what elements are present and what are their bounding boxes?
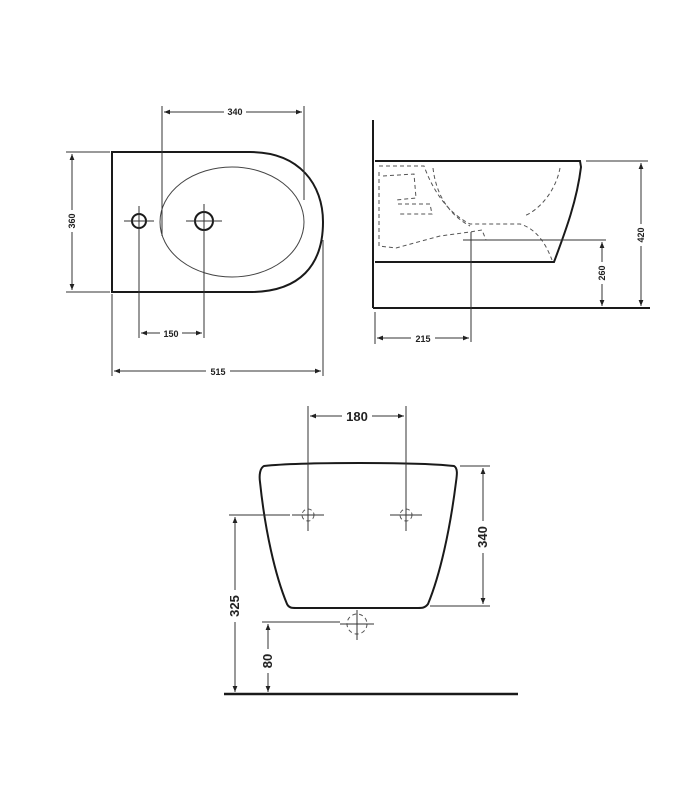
front-view-outline: [258, 462, 458, 609]
side-view-outline: [375, 160, 583, 263]
top-view-drain-hole: [124, 206, 154, 234]
top-view: 340 360 150 515: [64, 104, 325, 378]
dim-label-340-front: 340: [475, 526, 490, 548]
dim-label-180: 180: [346, 409, 368, 424]
dim-label-325: 325: [227, 595, 242, 617]
dim-label-150: 150: [163, 329, 178, 339]
dim-label-515: 515: [210, 367, 225, 377]
top-view-outline: [111, 151, 325, 293]
front-view-fixing-left: [292, 499, 324, 531]
dim-label-420: 420: [636, 227, 646, 242]
top-view-bowl: [159, 166, 305, 278]
side-view-inner-dashed: [379, 165, 553, 261]
side-view: 420 260 215: [372, 120, 650, 345]
front-view: 180 340 325 80: [224, 406, 518, 696]
dim-label-215: 215: [415, 334, 430, 344]
front-view-supply-point: [340, 610, 374, 640]
dim-label-340-top: 340: [227, 107, 242, 117]
dim-label-80: 80: [260, 654, 275, 668]
front-view-fixing-right: [390, 499, 422, 531]
top-view-tap-hole: [186, 204, 222, 240]
dim-label-360: 360: [67, 213, 77, 228]
dim-label-260: 260: [597, 265, 607, 280]
